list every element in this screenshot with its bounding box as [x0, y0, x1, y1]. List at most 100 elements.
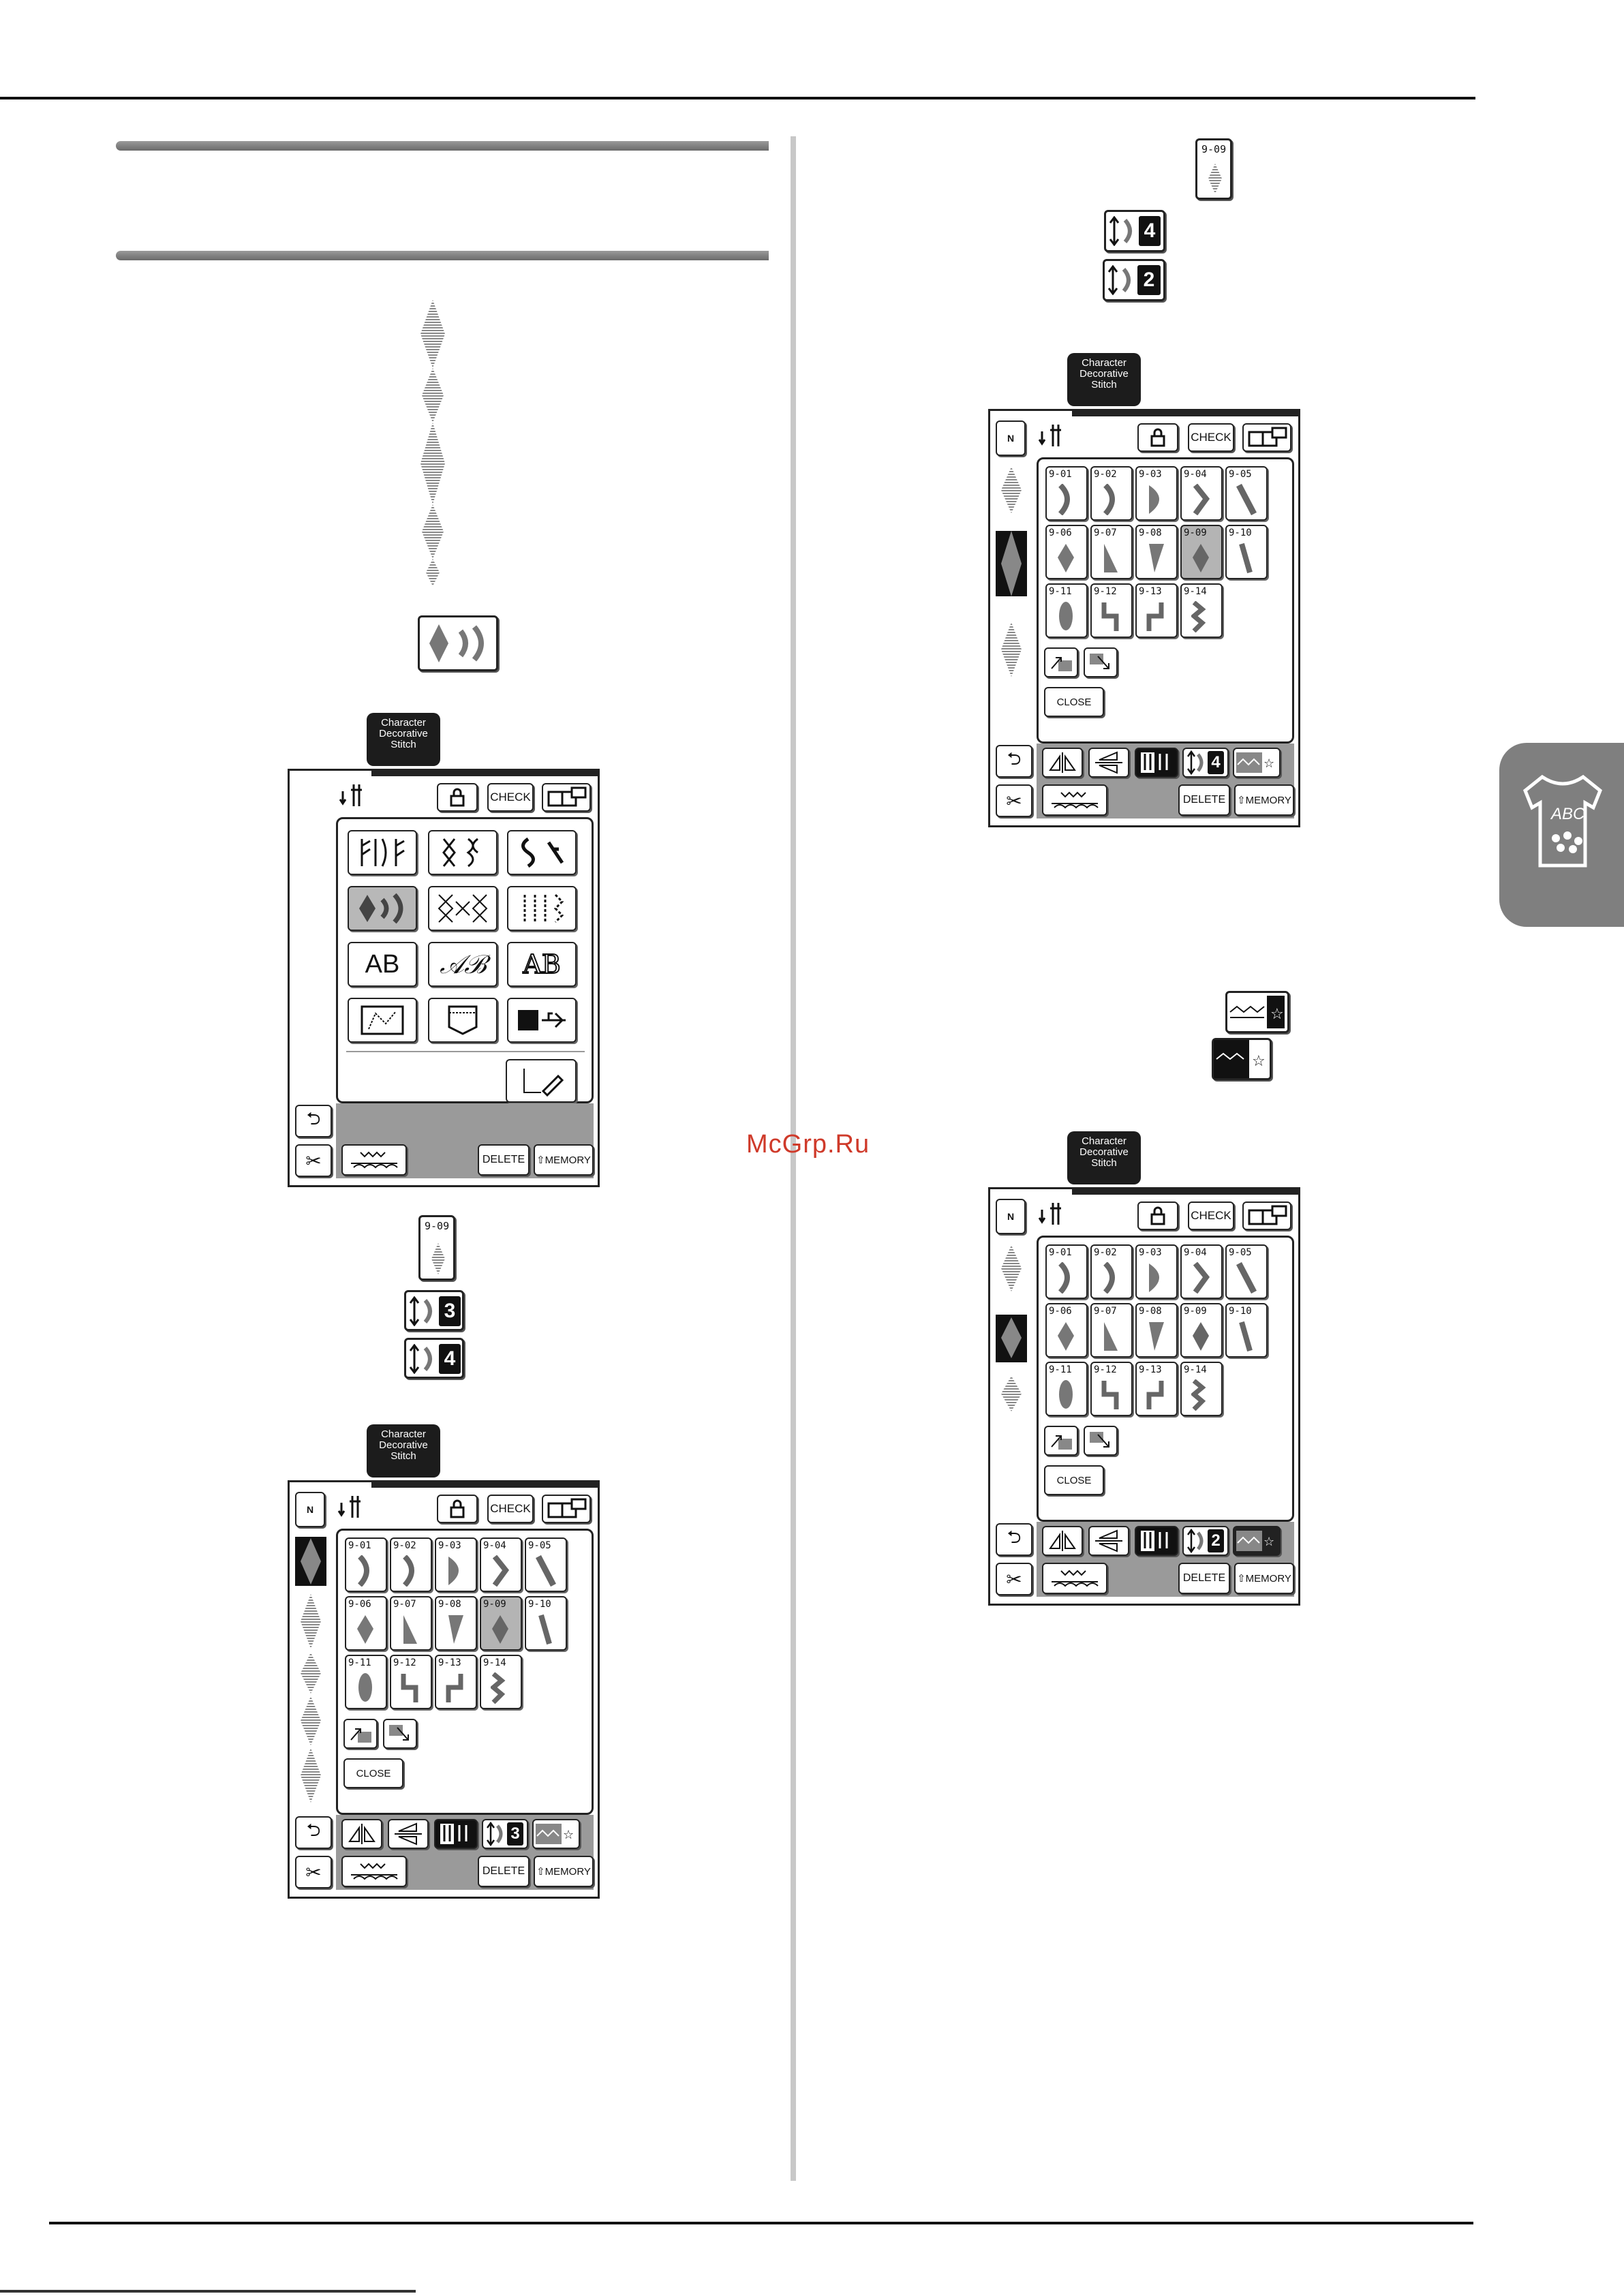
- reverse-button[interactable]: ⮌: [295, 1816, 332, 1849]
- reverse-button[interactable]: ⮌: [996, 745, 1032, 778]
- stitch-9-12[interactable]: 9-12: [1090, 583, 1133, 638]
- repeat-button[interactable]: ☆: [1233, 748, 1281, 778]
- twin-needle-button[interactable]: [1135, 748, 1178, 778]
- stitch-9-13[interactable]: 9-13: [1135, 1362, 1178, 1416]
- check-button[interactable]: CHECK: [487, 783, 534, 812]
- cut-button[interactable]: ✂: [996, 784, 1032, 817]
- stitch-9-11[interactable]: 9-11: [1045, 583, 1088, 638]
- stitch-9-03[interactable]: 9-03: [1135, 466, 1178, 521]
- mirror-horizontal-button[interactable]: [1042, 1526, 1083, 1556]
- scroll-down-right-button[interactable]: [383, 1719, 417, 1749]
- stitch-9-04[interactable]: 9-04: [1180, 466, 1223, 521]
- memory-button[interactable]: ⇧MEMORY: [1234, 1563, 1294, 1594]
- stitch-9-10[interactable]: 9-10: [1225, 1303, 1268, 1358]
- width-key-4-right[interactable]: 4: [1104, 210, 1165, 252]
- stitch-preview-button[interactable]: [341, 1856, 407, 1887]
- category-my-custom[interactable]: [348, 998, 417, 1043]
- stitch-9-08[interactable]: 9-08: [435, 1596, 477, 1651]
- stitch-9-03[interactable]: 9-03: [435, 1537, 477, 1592]
- stitch-9-08[interactable]: 9-08: [1135, 525, 1178, 579]
- scroll-down-right-button[interactable]: [1084, 647, 1118, 677]
- stitch-9-02[interactable]: 9-02: [1090, 1244, 1133, 1299]
- delete-button[interactable]: DELETE: [1178, 784, 1230, 816]
- presser-foot-button[interactable]: N: [996, 1199, 1026, 1234]
- twin-needle-button[interactable]: [434, 1819, 478, 1849]
- width-key-4[interactable]: 4: [404, 1338, 464, 1379]
- repeat-button[interactable]: ☆: [1233, 1526, 1281, 1556]
- category-decorative[interactable]: [348, 886, 417, 931]
- scroll-up-left-button[interactable]: [343, 1719, 378, 1749]
- mirror-horizontal-button[interactable]: [1042, 748, 1083, 778]
- manual-button[interactable]: [1242, 423, 1291, 452]
- size-button[interactable]: 4: [1182, 748, 1229, 778]
- mirror-horizontal-button[interactable]: [341, 1819, 382, 1849]
- stitch-9-09[interactable]: 9-09: [1180, 525, 1223, 579]
- stitch-9-02[interactable]: 9-02: [1090, 466, 1133, 521]
- category-usb[interactable]: [507, 998, 577, 1043]
- stitch-preview-button[interactable]: [1042, 784, 1107, 816]
- stitch-9-01[interactable]: 9-01: [1045, 466, 1088, 521]
- close-button[interactable]: CLOSE: [343, 1758, 403, 1788]
- stitch-preview-button[interactable]: [341, 1144, 407, 1176]
- stitch-preview-button[interactable]: [1042, 1563, 1107, 1594]
- stitch-9-11[interactable]: 9-11: [345, 1655, 387, 1709]
- stitch-9-10[interactable]: 9-10: [525, 1596, 567, 1651]
- mirror-vertical-button[interactable]: [1088, 1526, 1129, 1556]
- delete-button[interactable]: DELETE: [478, 1144, 530, 1176]
- stitch-9-09-key-right[interactable]: 9-09: [1195, 138, 1232, 200]
- stitch-9-12[interactable]: 9-12: [1090, 1362, 1133, 1416]
- scroll-up-left-button[interactable]: [1044, 1426, 1078, 1456]
- stitch-9-11[interactable]: 9-11: [1045, 1362, 1088, 1416]
- memory-button[interactable]: ⇧MEMORY: [534, 1144, 594, 1176]
- memory-button[interactable]: ⇧MEMORY: [1234, 784, 1294, 816]
- decorative-stitch-key[interactable]: [418, 615, 498, 671]
- category-cross-stitch[interactable]: [428, 886, 497, 931]
- cut-button[interactable]: ✂: [996, 1563, 1032, 1595]
- manual-button[interactable]: [542, 783, 591, 812]
- lock-button[interactable]: [437, 783, 478, 812]
- stitch-9-13[interactable]: 9-13: [435, 1655, 477, 1709]
- size-button[interactable]: 3: [482, 1819, 528, 1849]
- stitch-9-02[interactable]: 9-02: [390, 1537, 432, 1592]
- stitch-9-14[interactable]: 9-14: [1180, 1362, 1223, 1416]
- cut-button[interactable]: ✂: [295, 1856, 332, 1888]
- stitch-9-13[interactable]: 9-13: [1135, 583, 1178, 638]
- stitch-9-14[interactable]: 9-14: [480, 1655, 522, 1709]
- stitch-9-01[interactable]: 9-01: [345, 1537, 387, 1592]
- category-pocket[interactable]: [428, 998, 497, 1043]
- category-satin[interactable]: [507, 830, 577, 875]
- repeat-single-key[interactable]: ☆: [1225, 991, 1289, 1033]
- delete-button[interactable]: DELETE: [1178, 1563, 1230, 1594]
- stitch-9-07[interactable]: 9-07: [1090, 1303, 1133, 1358]
- delete-button[interactable]: DELETE: [478, 1856, 530, 1887]
- check-button[interactable]: CHECK: [1188, 1201, 1234, 1230]
- stitch-9-06[interactable]: 9-06: [1045, 525, 1088, 579]
- close-button[interactable]: CLOSE: [1044, 1465, 1104, 1495]
- stitch-9-04[interactable]: 9-04: [480, 1537, 522, 1592]
- stitch-9-07[interactable]: 9-07: [1090, 525, 1133, 579]
- presser-foot-button[interactable]: N: [295, 1492, 325, 1527]
- presser-foot-button[interactable]: N: [996, 420, 1026, 456]
- size-button[interactable]: 2: [1182, 1526, 1229, 1556]
- stitch-9-06[interactable]: 9-06: [345, 1596, 387, 1651]
- stitch-9-04[interactable]: 9-04: [1180, 1244, 1223, 1299]
- close-button[interactable]: CLOSE: [1044, 687, 1104, 717]
- stitch-9-12[interactable]: 9-12: [390, 1655, 432, 1709]
- cut-button[interactable]: ✂: [295, 1144, 332, 1177]
- category-cross[interactable]: [428, 830, 497, 875]
- category-utility[interactable]: [507, 886, 577, 931]
- stitch-9-05[interactable]: 9-05: [1225, 466, 1268, 521]
- category-outline-font[interactable]: AB: [507, 942, 577, 987]
- reverse-button[interactable]: ⮌: [996, 1523, 1032, 1556]
- mirror-vertical-button[interactable]: [388, 1819, 429, 1849]
- stitch-9-08[interactable]: 9-08: [1135, 1303, 1178, 1358]
- scroll-up-left-button[interactable]: [1044, 647, 1078, 677]
- width-key-2-right[interactable]: 2: [1103, 259, 1165, 301]
- stitch-9-05[interactable]: 9-05: [1225, 1244, 1268, 1299]
- scroll-down-right-button[interactable]: [1084, 1426, 1118, 1456]
- reverse-button[interactable]: ⮌: [295, 1105, 332, 1137]
- category-block-font[interactable]: AB: [348, 942, 417, 987]
- stitch-9-10[interactable]: 9-10: [1225, 525, 1268, 579]
- width-key-3[interactable]: 3: [404, 1290, 464, 1331]
- stitch-9-03[interactable]: 9-03: [1135, 1244, 1178, 1299]
